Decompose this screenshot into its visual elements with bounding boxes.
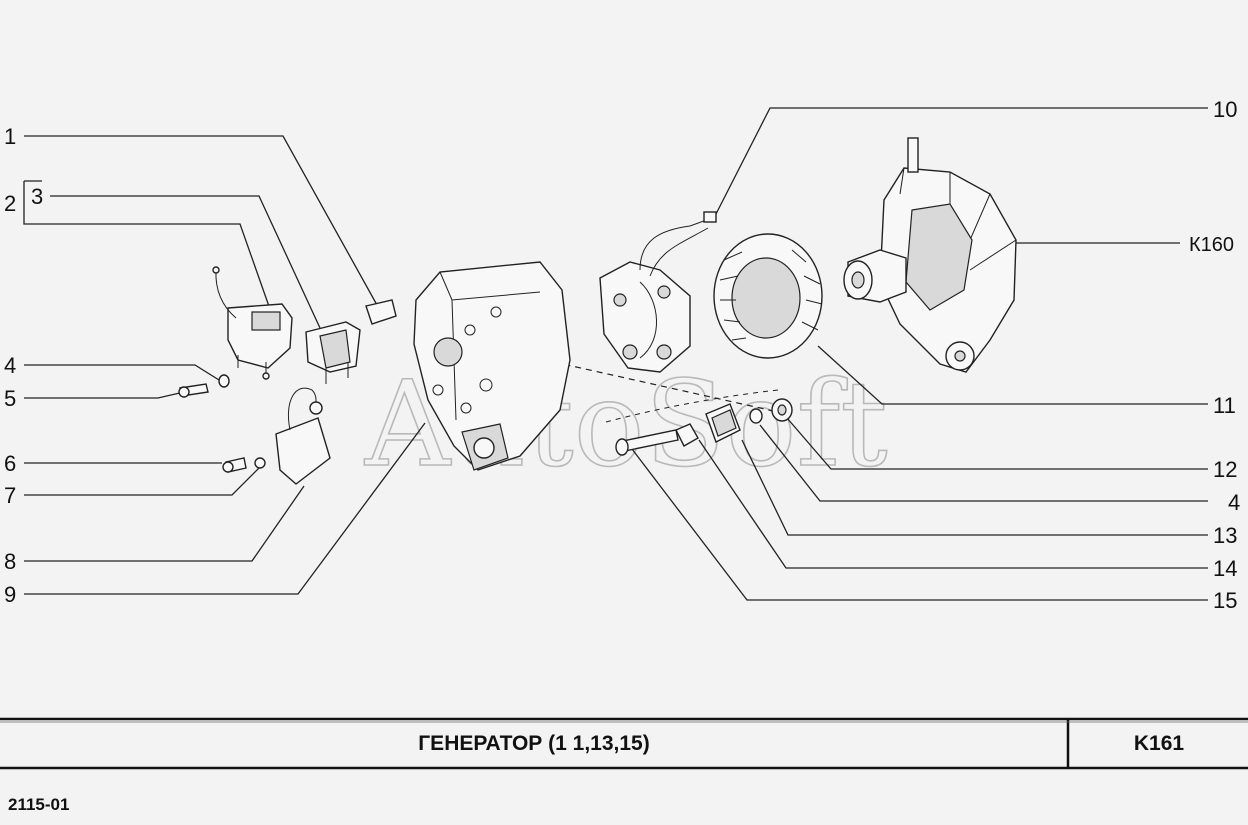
label-4-left: 4 (4, 353, 16, 378)
label-12: 12 (1213, 457, 1237, 482)
sheet-title: ГЕНЕРАТОР (1 1,13,15) (418, 732, 650, 755)
stator-part (713, 233, 823, 359)
assembly-dash-line-2 (605, 389, 779, 423)
capacitor-part (275, 387, 331, 485)
label-1: 1 (4, 124, 16, 149)
label-5: 5 (4, 386, 16, 411)
voltage-regulator-part (212, 266, 293, 380)
model-code: 2115-01 (8, 795, 70, 814)
leader-lines-left (23, 135, 426, 595)
label-11: 11 (1213, 393, 1236, 418)
washer-7 (254, 457, 266, 469)
label-k160: К160 (1189, 234, 1234, 256)
washer-4 (218, 374, 230, 388)
brush-holder-part (305, 321, 361, 384)
clip-part (365, 299, 397, 325)
bushing-13 (705, 403, 741, 443)
label-6: 6 (4, 451, 16, 476)
label-14: 14 (1213, 556, 1237, 581)
bolt-15 (615, 429, 679, 456)
rear-housing-part (413, 261, 571, 471)
generator-assembly (843, 137, 1017, 373)
screw-6 (222, 457, 247, 473)
leader-lines-right (631, 107, 1208, 601)
label-8: 8 (4, 549, 16, 574)
sheet-code: K161 (1133, 732, 1185, 755)
label-9: 9 (4, 582, 16, 607)
label-10: 10 (1213, 97, 1237, 122)
label-2: 2 (4, 191, 16, 216)
insulator-14 (675, 423, 699, 447)
label-4-right: 4 (1228, 490, 1240, 515)
label-7: 7 (4, 483, 16, 508)
callout-labels: 1 2 3 4 5 6 7 8 9 10 К160 11 12 4 13 14 … (4, 97, 1240, 613)
footer-frame (0, 717, 1248, 770)
rectifier-part (599, 211, 717, 373)
label-15: 15 (1213, 588, 1237, 613)
washer-4-right (749, 408, 763, 424)
screw-5 (178, 383, 209, 398)
nut-12 (771, 398, 793, 422)
label-3: 3 (31, 184, 43, 209)
label-13: 13 (1213, 523, 1237, 548)
